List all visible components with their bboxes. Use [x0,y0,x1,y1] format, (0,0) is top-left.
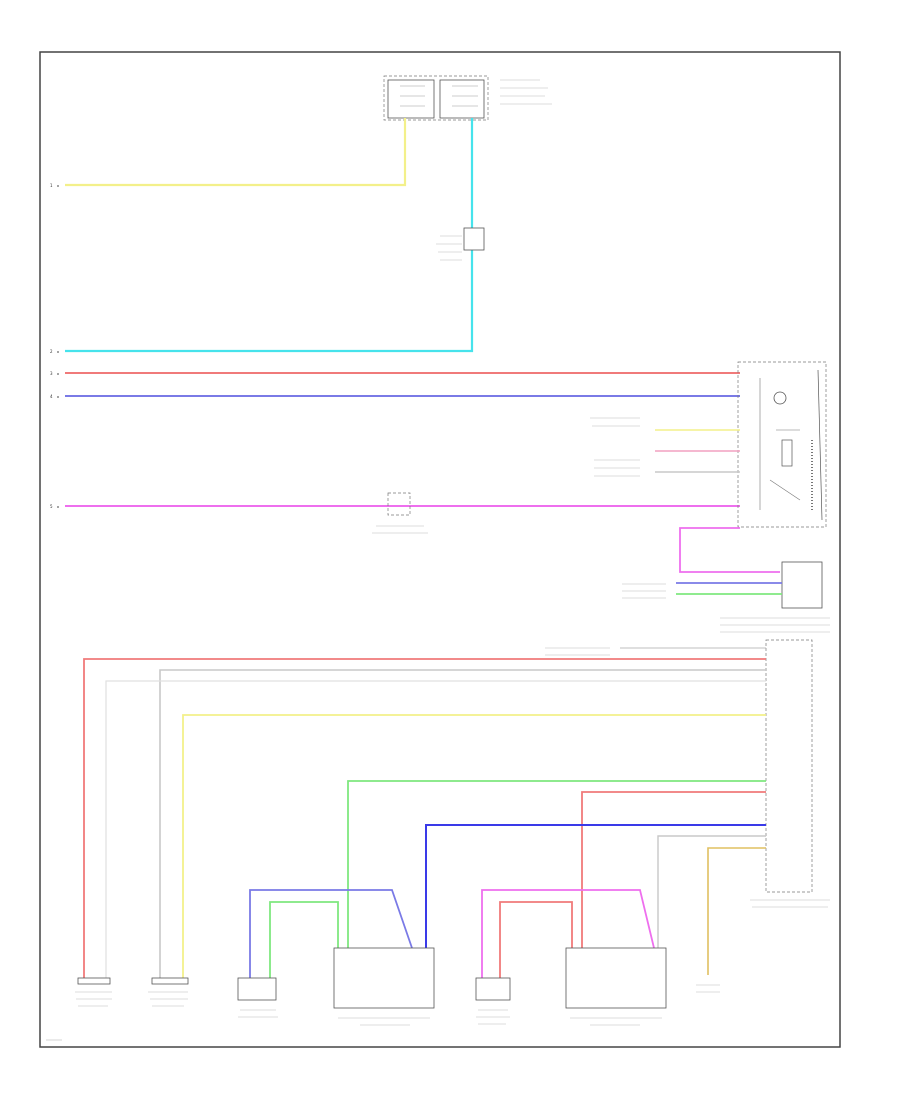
wire-blue-sensor-a [249,889,413,980]
wire-green-lower [347,780,766,948]
diagram-frame [39,51,841,1048]
top-connector-outline [383,75,489,121]
left-pin-2-dot [57,351,59,353]
wire-red-right [581,791,766,948]
left-pin-3-dot [57,373,59,375]
wire-orange-ground [707,847,766,975]
sensor-d-connector [565,947,667,1009]
top-connector-left [387,79,435,119]
sensor-b-connector [333,947,435,1009]
cyan-inline-component [463,227,485,251]
left-pin-4: 4 [50,394,53,399]
wire-red-sensor-b [499,901,573,980]
inline-connector-magenta [387,492,411,516]
top-connector-group [383,75,552,121]
left-pin-1-dot [57,185,59,187]
left-pin-1: 1 [50,183,53,188]
left-sensor-2 [151,977,189,985]
wire-yellow-top [65,118,407,187]
left-pin-5-dot [57,506,59,508]
wire-green-sensor-a [269,901,339,980]
sensor-c-connector [475,977,511,1001]
wire-gray-right [657,835,766,948]
wire-gray-lower-b [105,680,766,980]
wire-yellow-lower [182,714,766,980]
left-sensor-1 [77,977,111,985]
wire-red-lower [83,658,766,980]
left-pin-labels: 1 2 3 4 5 [50,183,53,509]
sensor-a-connector [237,977,277,1001]
wire-cyan [65,118,474,353]
wire-magenta-sensor-b [481,889,655,980]
wire-blue-lower [425,824,766,948]
left-pin-3: 3 [50,371,53,376]
main-ecu-connector [765,639,813,893]
left-pin-5: 5 [50,504,53,509]
switch-module-outline [737,361,827,528]
wire-magenta-drop [679,527,780,573]
left-pin-2: 2 [50,349,53,354]
top-connector-right [439,79,485,119]
second-right-module [781,561,823,609]
right-switch-module [737,361,827,528]
wire-gray-lower-a [159,669,766,980]
left-pin-4-dot [57,396,59,398]
